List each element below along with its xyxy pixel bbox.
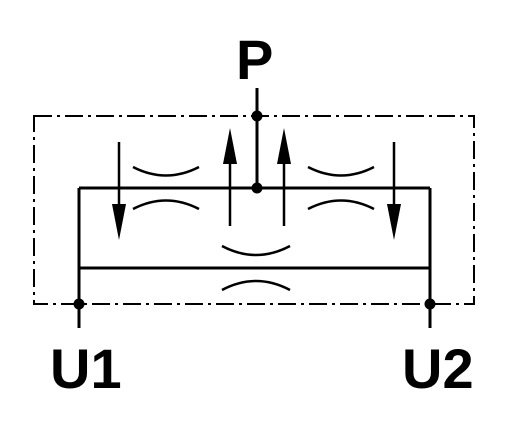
throttle-right [307,165,375,211]
arrow-up-center-left [223,128,237,226]
throttle-left [132,165,200,211]
arrow-down-right [387,142,401,240]
port-label-p: P [236,28,274,91]
arrow-down-left [112,142,126,240]
junction-dot-p-center [251,182,263,194]
arrow-up-center-right [277,128,291,226]
port-label-u1: U1 [50,337,122,400]
throttle-bottom [221,244,291,292]
junction-dot-u1 [73,298,85,310]
port-label-u2: U2 [402,337,474,400]
envelope-dashdot-outline [33,115,475,305]
junction-dot-u2 [424,298,436,310]
junction-dot-p-top [251,110,263,122]
